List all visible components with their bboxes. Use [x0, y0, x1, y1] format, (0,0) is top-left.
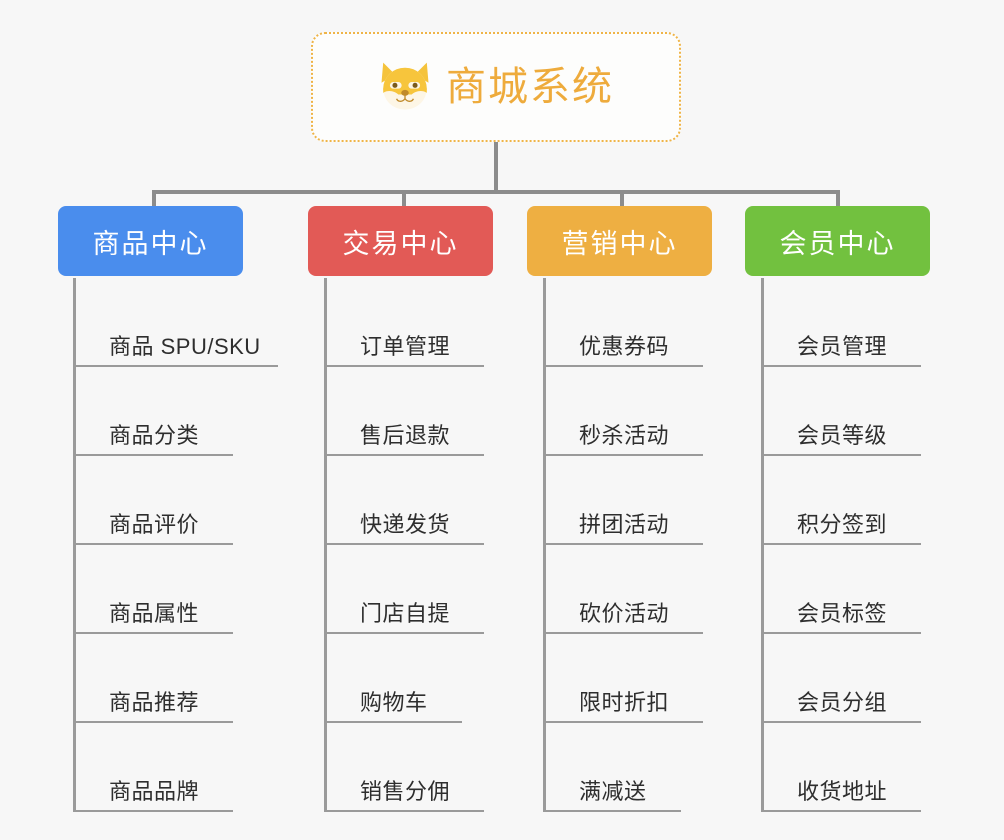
leaf-label: 会员管理: [797, 334, 888, 359]
leaf-item[interactable]: 快递发货: [324, 456, 484, 545]
leaf-label: 门店自提: [360, 601, 451, 626]
leaf-label: 积分签到: [797, 512, 888, 537]
leaf-label: 购物车: [360, 690, 428, 715]
leaf-label: 销售分佣: [360, 779, 451, 804]
leaf-item[interactable]: 会员标签: [761, 545, 921, 634]
connector-drop-2: [402, 190, 406, 206]
leaf-item[interactable]: 收货地址: [761, 723, 921, 812]
category-label-3: 营销中心: [561, 228, 678, 259]
leaf-item[interactable]: 商品 SPU/SKU: [73, 278, 278, 367]
leaf-item[interactable]: 积分签到: [761, 456, 921, 545]
connector-drop-4: [836, 190, 840, 206]
leaf-label: 限时折扣: [579, 690, 670, 715]
leaf-label: 会员等级: [797, 423, 888, 448]
leaf-label: 商品品牌: [109, 779, 200, 804]
leaf-label: 收货地址: [797, 779, 888, 804]
leaf-label: 商品推荐: [109, 690, 200, 715]
leaf-item[interactable]: 商品品牌: [73, 723, 233, 812]
root-node[interactable]: 商城系统: [311, 32, 681, 142]
leaf-item[interactable]: 拼团活动: [543, 456, 703, 545]
leaf-label: 会员分组: [797, 690, 888, 715]
shiba-dog-icon: [381, 62, 429, 110]
leaf-label: 商品属性: [109, 601, 200, 626]
leaf-item[interactable]: 会员分组: [761, 634, 921, 723]
leaf-label: 订单管理: [360, 334, 451, 359]
leaf-label: 商品 SPU/SKU: [109, 334, 261, 359]
connector-drop-1: [152, 190, 156, 206]
category-box-2[interactable]: 交易中心: [308, 206, 493, 276]
leaf-label: 商品分类: [109, 423, 200, 448]
category-box-1[interactable]: 商品中心: [58, 206, 243, 276]
leaf-spine-2: [324, 278, 327, 812]
leaf-item[interactable]: 优惠券码: [543, 278, 703, 367]
category-box-4[interactable]: 会员中心: [745, 206, 930, 276]
leaf-spine-3: [543, 278, 546, 812]
leaf-item[interactable]: 门店自提: [324, 545, 484, 634]
leaf-label: 秒杀活动: [579, 423, 670, 448]
leaf-label: 砍价活动: [579, 601, 670, 626]
leaf-item[interactable]: 销售分佣: [324, 723, 484, 812]
connector-drop-3: [620, 190, 624, 206]
category-label-1: 商品中心: [92, 228, 209, 259]
leaf-item[interactable]: 满减送: [543, 723, 681, 812]
category-label-2: 交易中心: [342, 228, 459, 259]
leaf-item[interactable]: 商品属性: [73, 545, 233, 634]
leaf-item[interactable]: 砍价活动: [543, 545, 703, 634]
leaf-item[interactable]: 秒杀活动: [543, 367, 703, 456]
leaf-item[interactable]: 会员管理: [761, 278, 921, 367]
leaf-label: 商品评价: [109, 512, 200, 537]
connector-horizontal-bus: [152, 190, 840, 194]
leaf-label: 优惠券码: [579, 334, 670, 359]
leaf-item[interactable]: 商品分类: [73, 367, 233, 456]
leaf-label: 快递发货: [360, 512, 451, 537]
leaf-item[interactable]: 购物车: [324, 634, 462, 723]
leaf-item[interactable]: 商品评价: [73, 456, 233, 545]
leaf-item[interactable]: 订单管理: [324, 278, 484, 367]
root-title: 商城系统: [446, 65, 614, 109]
leaf-label: 拼团活动: [579, 512, 670, 537]
leaf-item[interactable]: 会员等级: [761, 367, 921, 456]
leaf-label: 售后退款: [360, 423, 451, 448]
leaf-item[interactable]: 限时折扣: [543, 634, 703, 723]
leaf-label: 会员标签: [797, 601, 888, 626]
leaf-label: 满减送: [579, 779, 647, 804]
leaf-item[interactable]: 售后退款: [324, 367, 484, 456]
leaf-item[interactable]: 商品推荐: [73, 634, 233, 723]
category-label-4: 会员中心: [779, 228, 896, 259]
category-box-3[interactable]: 营销中心: [527, 206, 712, 276]
connector-root-stem: [494, 142, 498, 192]
leaf-spine-4: [761, 278, 764, 812]
leaf-spine-1: [73, 278, 76, 812]
